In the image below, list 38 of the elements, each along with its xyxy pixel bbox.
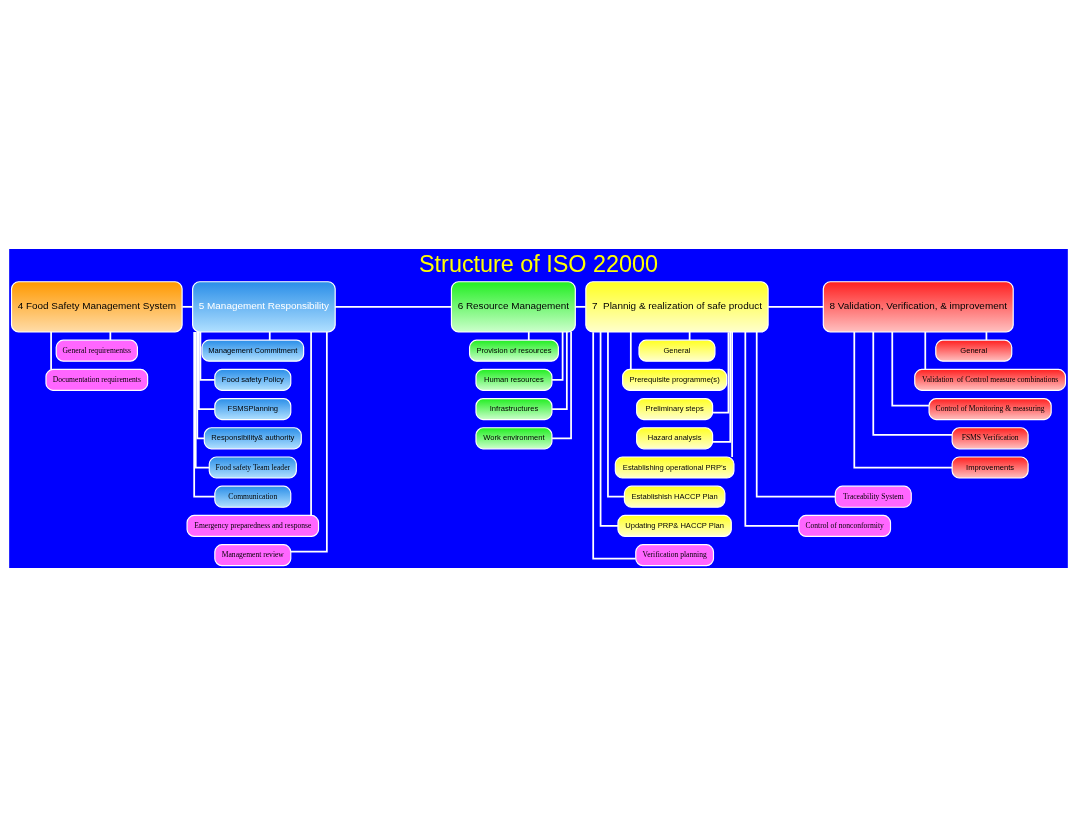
connector <box>527 330 530 341</box>
connector <box>688 330 691 341</box>
connector <box>574 305 587 308</box>
connector <box>711 330 732 443</box>
connector <box>767 305 825 308</box>
connector <box>199 330 216 381</box>
node-box: 7 Plannig & realization of safe product <box>585 280 769 333</box>
connector <box>872 330 953 436</box>
connector <box>755 330 837 498</box>
connector <box>592 330 637 560</box>
connector <box>551 330 564 381</box>
connector <box>629 330 632 370</box>
connector <box>712 330 730 413</box>
connector <box>196 330 205 439</box>
connector <box>50 330 52 370</box>
node-box: 8 Validation, Verification, & improvement <box>822 280 1014 333</box>
node-box: 6 Resource Management <box>450 280 576 333</box>
connector <box>268 330 271 341</box>
diagram-title: Structure of ISO 22000 <box>419 250 658 277</box>
connector <box>599 330 619 527</box>
connector <box>198 330 216 410</box>
connector <box>290 330 328 552</box>
connector <box>744 330 800 527</box>
connector <box>181 305 194 308</box>
connector <box>731 330 733 458</box>
node-box: 5 Management Responsibility <box>192 280 336 333</box>
connector <box>193 330 216 498</box>
connector <box>194 330 211 468</box>
connector <box>551 330 572 439</box>
connector <box>551 330 568 410</box>
connector <box>109 330 112 341</box>
node-box: 4 Food Safety Management System <box>10 280 183 333</box>
connector <box>853 330 953 468</box>
connector <box>310 330 312 516</box>
connector <box>334 305 453 308</box>
connector <box>924 330 927 370</box>
connector <box>891 330 930 406</box>
connector <box>607 330 626 498</box>
